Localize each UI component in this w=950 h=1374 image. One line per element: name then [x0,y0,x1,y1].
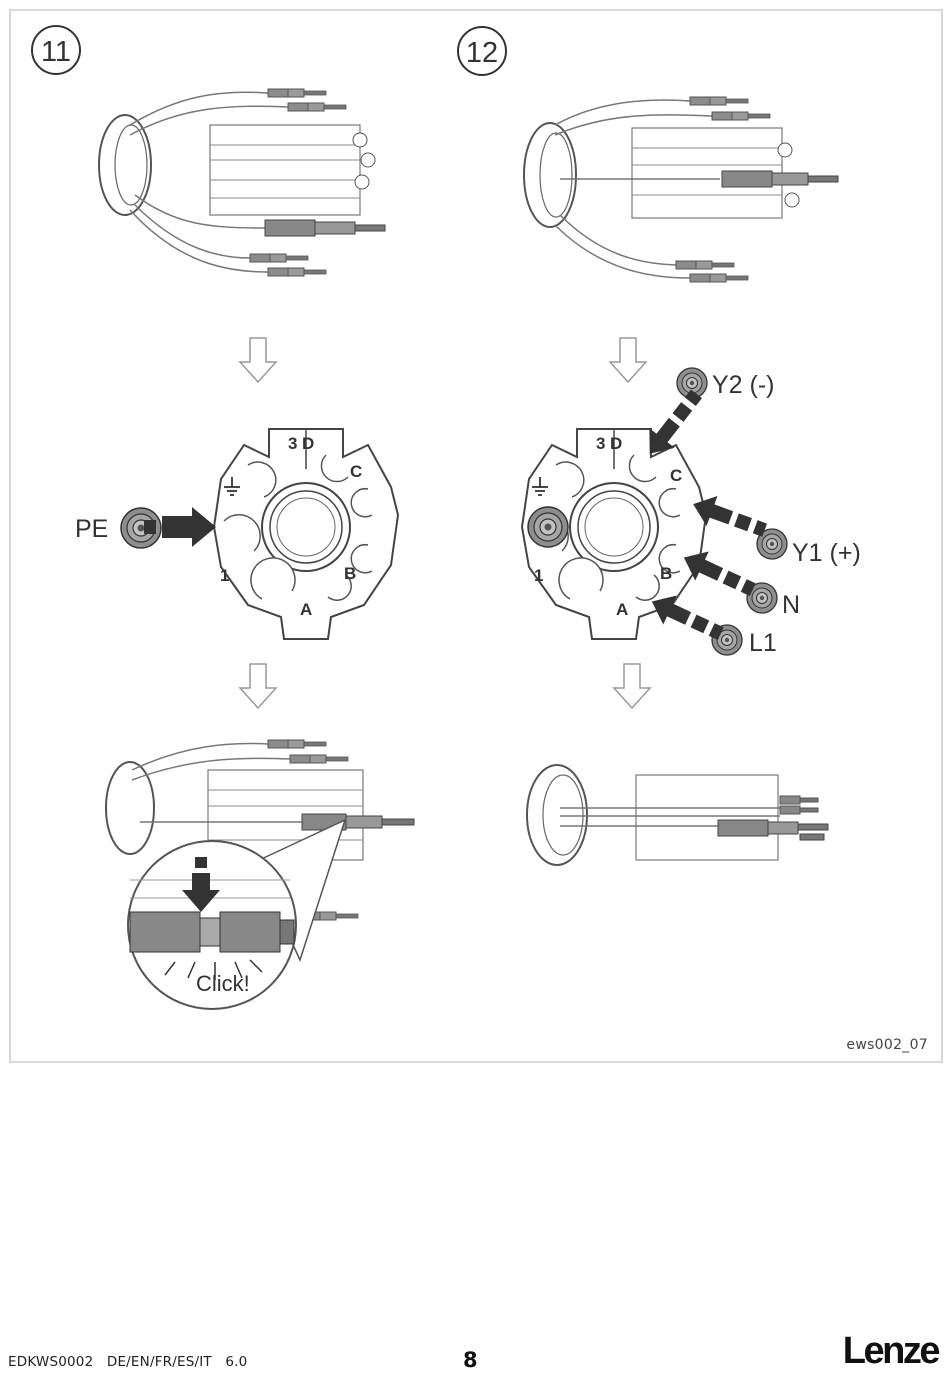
segment-label-1: 1 [534,566,543,585]
plug-step12-bottom [526,764,829,866]
segment-label-B: B [344,564,356,583]
pe-label: PE [75,515,108,543]
segment-label-A: A [300,600,312,619]
connector-face-step11: 3 D C B A 1 [213,428,399,640]
plug-step12-top [523,96,839,283]
step-12-number: 12 [466,37,498,69]
figure-frame [9,9,943,1063]
segment-label-A: A [616,600,628,619]
footer-document-id: EDKWS0002 DE/EN/FR/ES/IT 6.0 [8,1354,248,1370]
segment-label-3: 3 [288,434,297,453]
plug-step11-top [98,88,386,277]
segment-label-C: C [350,462,362,481]
down-arrow-icon [609,337,647,383]
assembly-illustration: 11 12 [31,25,861,1010]
figure-reference: ews002_07 [846,1037,928,1053]
n-label: N [782,591,800,619]
down-arrow-icon [239,663,277,709]
down-arrow-icon [613,663,651,709]
l1-label: L1 [749,629,777,657]
lenze-logo: Lenze [842,1330,941,1372]
segment-label-3: 3 [596,434,605,453]
click-label: Click! [196,971,250,996]
connector-face-step12: 3 D C B A 1 [521,428,707,640]
segment-label-B: B [660,564,672,583]
pe-contact-inserted-icon [527,506,569,548]
segment-label-D: D [610,434,622,453]
down-arrow-icon [239,337,277,383]
step-11-number: 11 [41,36,71,68]
segment-label-1: 1 [220,566,229,585]
segment-label-C: C [670,466,682,485]
step-12-badge: 12 [457,26,507,76]
y2-label: Y2 (-) [712,371,775,399]
footer-page-number: 8 [463,1348,478,1372]
y1-label: Y1 (+) [792,539,861,567]
step-11-badge: 11 [31,25,81,75]
click-zoom-detail: Click! [127,818,347,1010]
segment-label-D: D [302,434,314,453]
click-down-arrow-icon [182,873,220,912]
